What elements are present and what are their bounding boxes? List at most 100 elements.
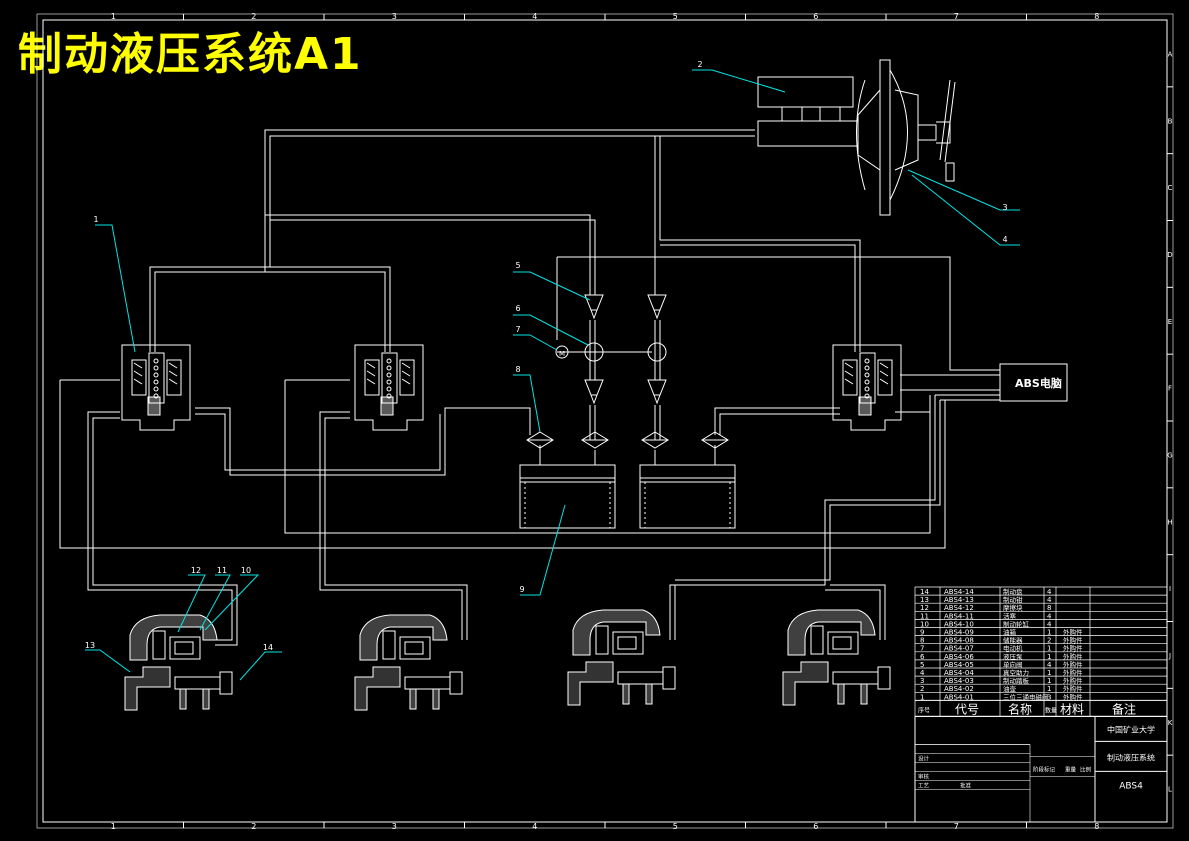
drawing-number: ABS4	[1119, 781, 1143, 791]
ruler-bottom-label: 1	[111, 822, 116, 831]
ruler-right-label: J	[1168, 652, 1171, 660]
parts-row-qty: 4	[1047, 661, 1052, 669]
parts-row-code: ABS4-14	[944, 588, 974, 596]
parts-row-note: 外购件	[1063, 660, 1083, 669]
parts-row-qty: 1	[1047, 685, 1051, 693]
callout-number: 9	[519, 585, 524, 594]
ruler-right-label: A	[1168, 50, 1173, 58]
table-header-material: 材料	[1060, 702, 1084, 716]
designer-label: 设计	[918, 754, 930, 762]
table-header-qty: 数量	[1045, 706, 1057, 714]
ruler-bottom-label: 5	[673, 822, 678, 831]
ruler-right-label: G	[1167, 451, 1172, 459]
parts-row-qty: 4	[1047, 588, 1052, 596]
parts-row-no: 5	[920, 661, 924, 669]
ruler-right-label: E	[1168, 318, 1172, 326]
leader-lines	[85, 69, 1020, 681]
parts-row-qty: 4	[1047, 612, 1052, 620]
drawing-name: 制动液压系统	[1107, 752, 1155, 762]
parts-row-name: 制动轮缸	[1003, 619, 1030, 628]
parts-row-no: 13	[920, 596, 929, 604]
callout-number: 3	[1002, 203, 1007, 212]
callout-number: 14	[263, 643, 273, 652]
parts-row-name: 三位三通电磁阀	[1003, 692, 1049, 701]
parts-row-qty: 3	[1047, 693, 1051, 701]
ruler-right-label: L	[1168, 786, 1172, 794]
ruler-top-label: 5	[673, 12, 678, 21]
table-header-no: 序号	[918, 706, 930, 714]
parts-row-no: 12	[920, 604, 929, 612]
check-label: 审核	[918, 772, 930, 780]
ruler-bottom-label: 2	[251, 822, 256, 831]
parts-row-code: ABS4-10	[944, 620, 974, 628]
parts-row-name: 制动盘	[1003, 587, 1023, 596]
parts-row-qty: 4	[1047, 596, 1052, 604]
parts-row-no: 8	[920, 637, 924, 645]
ruler-bottom-label: 3	[392, 822, 397, 831]
parts-row-name: 摩擦块	[1003, 603, 1023, 612]
parts-row-name: 制动钳	[1003, 595, 1023, 604]
parts-row-qty: 1	[1047, 669, 1051, 677]
parts-row-note: 外购件	[1063, 684, 1083, 693]
brake-caliper	[782, 609, 891, 706]
ruler-top-label: 4	[532, 12, 537, 21]
hydraulic-lines	[59, 129, 1000, 646]
parts-row-qty: 1	[1047, 653, 1051, 661]
ecu-label: ABS电脑	[1015, 376, 1062, 390]
solenoid-valve	[354, 344, 424, 431]
parts-row-code: ABS4-05	[944, 661, 974, 669]
brake-caliper	[124, 614, 233, 711]
ruler-top-label: 6	[813, 12, 818, 21]
ruler-right-label: I	[1169, 585, 1171, 593]
callout-number: 12	[191, 566, 201, 575]
accumulators	[526, 431, 729, 449]
solenoid-valve	[121, 344, 191, 431]
drawing-title: 制动液压系统A1	[18, 29, 363, 80]
brake-caliper	[567, 609, 676, 706]
parts-row-name: 电动机	[1003, 644, 1023, 653]
parts-row-note: 外购件	[1063, 628, 1083, 637]
process-label: 工艺	[918, 782, 930, 789]
ruler-right-label: B	[1168, 117, 1173, 125]
ruler-bottom-label: 4	[532, 822, 537, 831]
parts-row-note: 外购件	[1063, 676, 1083, 685]
parts-row-no: 7	[920, 645, 924, 653]
weight-label: 重量	[1065, 765, 1077, 773]
brake-caliper	[354, 614, 463, 711]
master-cylinder-booster	[757, 59, 956, 216]
parts-row-no: 9	[920, 629, 924, 637]
parts-row-no: 1	[920, 693, 924, 701]
parts-row-no: 3	[920, 677, 924, 685]
callout-number: 1	[93, 215, 98, 224]
parts-row-qty: 2	[1047, 637, 1051, 645]
parts-row-qty: 4	[1047, 620, 1052, 628]
motor-label: M	[559, 350, 565, 358]
parts-row-qty: 1	[1047, 629, 1051, 637]
table-header-note: 备注	[1112, 701, 1136, 716]
parts-row-code: ABS4-03	[944, 677, 974, 685]
parts-row-qty: 1	[1047, 677, 1051, 685]
parts-row-note: 外购件	[1063, 652, 1083, 661]
ruler-right-label: K	[1168, 719, 1173, 727]
callout-number: 2	[697, 60, 702, 69]
reservoir-tanks	[519, 464, 736, 529]
callout-number: 10	[241, 566, 251, 575]
parts-row-name: 真空助力	[1003, 668, 1029, 677]
solenoid-valves	[121, 344, 902, 431]
ruler-right-label: F	[1168, 385, 1172, 393]
parts-row-code: ABS4-07	[944, 645, 974, 653]
parts-row-code: ABS4-04	[944, 669, 974, 677]
callout-number: 6	[515, 304, 520, 313]
parts-row-note: 外购件	[1063, 644, 1083, 653]
ruler-bottom-label: 7	[954, 822, 959, 831]
parts-row-code: ABS4-01	[944, 693, 974, 701]
table-header-name: 名称	[1008, 701, 1032, 716]
callout-number: 4	[1002, 235, 1007, 244]
solenoid-valve	[832, 344, 902, 431]
parts-row-name: 油箱	[1003, 628, 1017, 637]
